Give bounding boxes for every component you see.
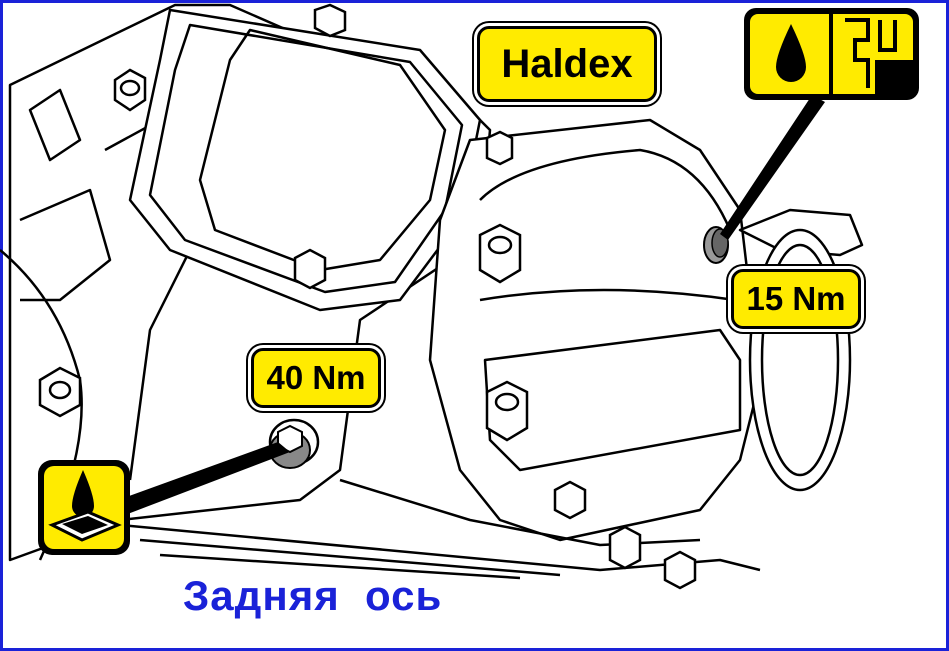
housing-outline [0, 3, 864, 580]
leader-lines [118, 95, 825, 515]
haldex-label: Haldex [477, 26, 657, 102]
oil-drop-icon [776, 24, 806, 82]
oil-drain-icon [38, 460, 130, 555]
rear-axle-caption: Задняя ось [183, 572, 443, 619]
torque-label-fill-plug: 15 Nm [731, 269, 861, 329]
torque-label-drain-plug: 40 Nm [251, 348, 381, 408]
bolts [38, 3, 697, 590]
fill-level-icon [845, 18, 913, 94]
fill-icons-top [744, 8, 919, 100]
